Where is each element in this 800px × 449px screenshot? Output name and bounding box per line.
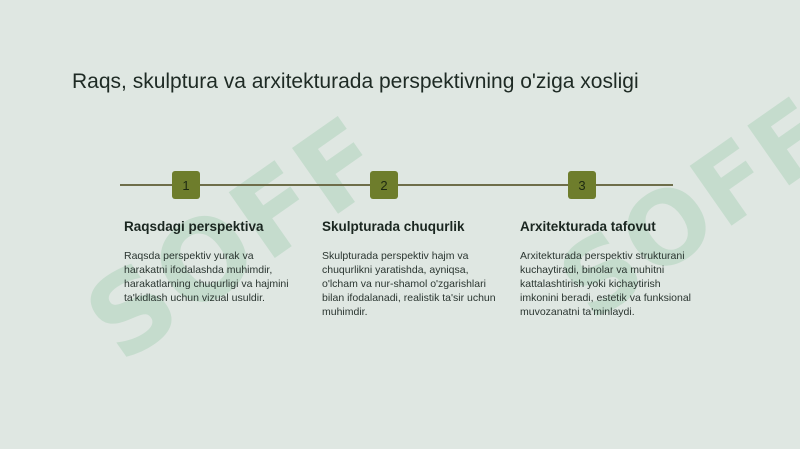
step-title-1: Raqsdagi perspektiva [124, 219, 264, 234]
step-title-2: Skulpturada chuqurlik [322, 219, 465, 234]
step-column-3: Arxitekturada tafovut Arxitekturada pers… [520, 219, 695, 319]
step-text-2: Skulpturada perspektiv hajm va chuqurlik… [322, 250, 496, 318]
step-marker-2: 2 [370, 171, 398, 199]
slide-title: Raqs, skulptura va arxitekturada perspek… [72, 70, 639, 93]
step-number-3: 3 [578, 177, 586, 193]
step-number-1: 1 [182, 177, 190, 193]
step-number-2: 2 [380, 177, 388, 193]
step-title-3: Arxitekturada tafovut [520, 219, 656, 234]
step-text-3: Arxitekturada perspektiv strukturani kuc… [520, 250, 692, 318]
step-column-2: Skulpturada chuqurlik Skulpturada perspe… [322, 219, 497, 319]
step-text-1: Raqsda perspektiv yurak va harakatni ifo… [124, 250, 289, 304]
step-marker-1: 1 [172, 171, 200, 199]
step-column-1: Raqsdagi perspektiva Raqsda perspektiv y… [124, 219, 299, 305]
step-marker-3: 3 [568, 171, 596, 199]
